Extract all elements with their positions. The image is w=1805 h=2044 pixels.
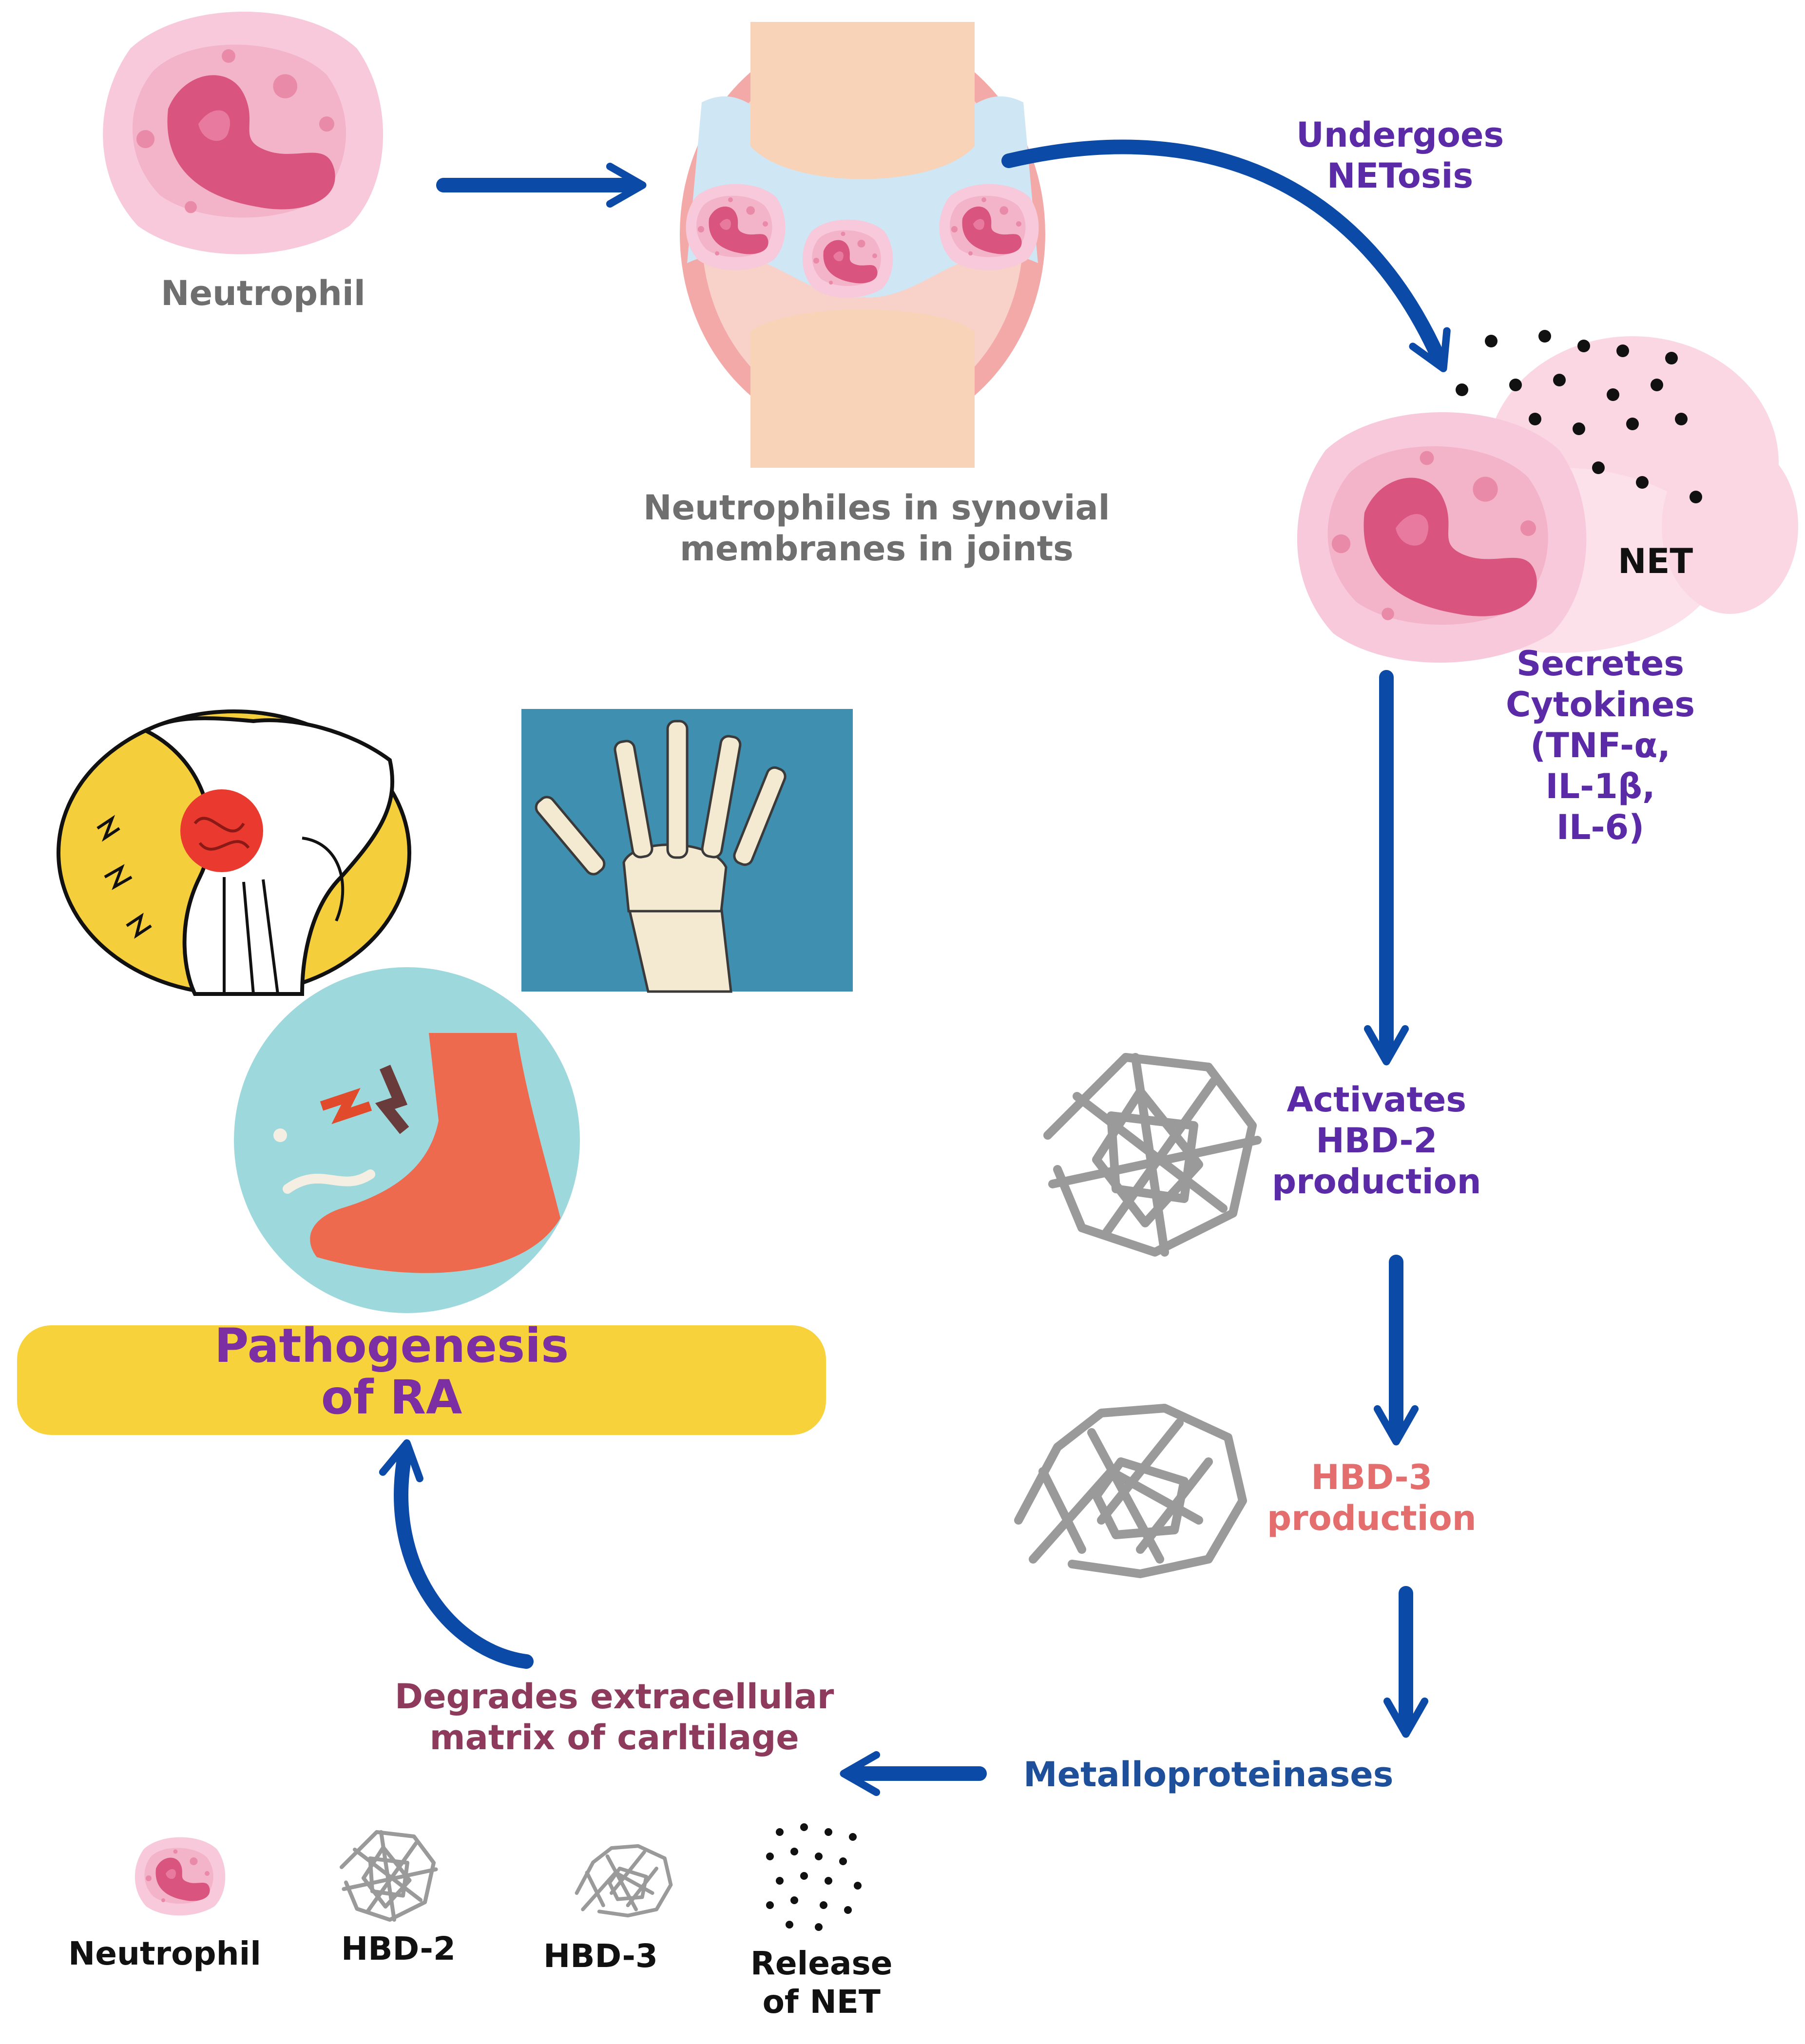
legend-neutrophil-icon: [134, 1837, 226, 1916]
legend-hbd3-icon: [576, 1846, 671, 1916]
degrades-label: Degrades extracellular matrix of carltil…: [395, 1677, 834, 1757]
neutrophil-illustration: [103, 11, 384, 254]
hbd2-activation-label: Activates HBD-2 production: [1272, 1080, 1481, 1202]
legend-net-label: Release of NET: [750, 1945, 893, 2021]
netosis-label: Undergoes NETosis: [1296, 115, 1504, 196]
hbd2-molecule: [1048, 1057, 1257, 1252]
net-label: NET: [1618, 541, 1693, 581]
neutrophil-label: Neutrophil: [161, 273, 365, 313]
synovial-label: Neutrophiles in synovial membranes in jo…: [643, 488, 1110, 569]
arrow-joint-to-netosis: [1001, 139, 1451, 372]
legend-net-icon: [766, 1823, 862, 1931]
foot-pain-illustration: [234, 967, 580, 1313]
hand-xray-illustration: [521, 709, 853, 993]
knee-pain-illustration: [57, 709, 411, 996]
joint-illustration: [680, 22, 1045, 468]
cytokines-label: Secretes Cytokines (TNF-α, IL-1β, IL-6): [1506, 644, 1695, 847]
legend-hbd3-label: HBD-3: [543, 1937, 658, 1975]
hbd3-molecule: [1018, 1408, 1243, 1574]
arrow-degrades-to-pathogenesis: [379, 1439, 534, 1669]
pathogenesis-banner: [17, 1325, 826, 1435]
legend-hbd2-label: HBD-2: [341, 1930, 456, 1968]
legend-neutrophil-label: Neutrophil: [68, 1935, 261, 1972]
legend-hbd2-icon: [342, 1832, 436, 1920]
netosis-neutrophil: [1297, 412, 1587, 663]
metalloproteinases-label: Metalloproteinases: [1023, 1755, 1394, 1795]
pathogenesis-title: Pathogenesis of RA: [214, 1318, 569, 1425]
hbd3-production-label: HBD-3 production: [1267, 1457, 1477, 1538]
